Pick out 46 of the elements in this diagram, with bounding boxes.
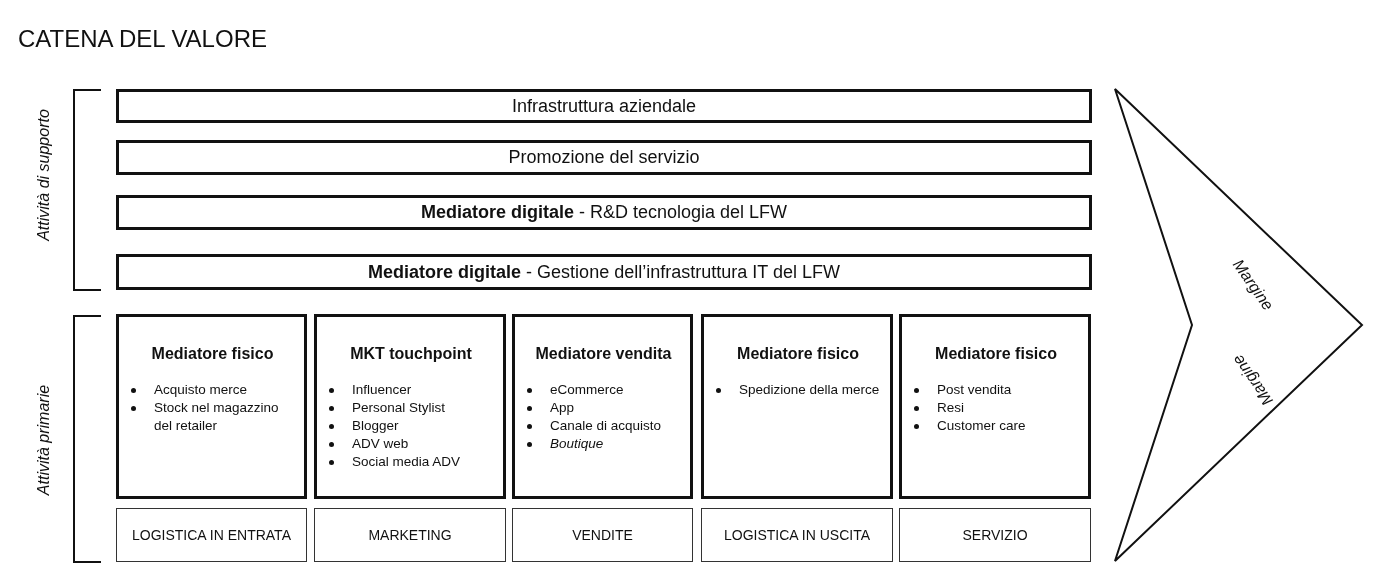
title: CATENA DEL VALORE xyxy=(18,25,267,53)
list-item: Acquisto merce xyxy=(154,381,248,399)
support-activity-bar xyxy=(116,254,1092,290)
list-item: eCommerce xyxy=(550,381,624,399)
list-item: App xyxy=(550,399,575,417)
activity-box xyxy=(116,314,307,499)
support-activity-bar xyxy=(116,89,1092,123)
list-item: Stock nel magazzino del retailer xyxy=(154,399,280,435)
bar-title: Mediatore digitale - R&D tecnologia del LFW xyxy=(420,202,788,223)
category-box xyxy=(116,508,307,562)
category-box xyxy=(899,508,1091,562)
bar-title: Infrastruttura aziendale xyxy=(511,95,697,117)
category-title: VENDITE xyxy=(572,527,633,543)
list-item: Personal Stylist xyxy=(352,399,446,417)
category-title: LOGISTICA IN USCITA xyxy=(724,527,870,543)
list-item: ADV web xyxy=(352,435,409,453)
box-heading: Mediatore fisico xyxy=(934,345,1058,363)
side-label: Attività di supporto xyxy=(35,109,53,241)
category-box xyxy=(701,508,893,562)
box-heading: MKT touchpoint xyxy=(349,345,473,363)
category-box xyxy=(314,508,506,562)
category-title: LOGISTICA IN ENTRATA xyxy=(132,527,291,543)
list-item: Canale di acquisto xyxy=(550,417,662,435)
box-heading: Mediatore fisico xyxy=(150,345,275,363)
list-item: Spedizione della merce xyxy=(739,381,880,399)
list-item: Boutique xyxy=(550,435,604,453)
box-heading: Mediatore vendita xyxy=(534,345,673,363)
category-title: MARKETING xyxy=(368,527,452,543)
list-item: Influencer xyxy=(352,381,412,399)
support-activity-bar xyxy=(116,195,1092,230)
category-title: SERVIZIO xyxy=(962,527,1028,543)
activity-box xyxy=(314,314,506,499)
bar-title: Promozione del servizio xyxy=(508,147,700,168)
list-item: Social media ADV xyxy=(352,453,461,471)
bar-title: Mediatore digitale - Gestione dell’infrastruttura IT del LFW xyxy=(368,261,840,283)
list-item: Resi xyxy=(937,399,964,417)
activity-box xyxy=(512,314,693,499)
list-item: Post vendita xyxy=(937,381,1012,399)
box-heading: Mediatore fisico xyxy=(736,345,860,363)
list-item: Blogger xyxy=(352,417,399,435)
activity-box xyxy=(899,314,1091,499)
category-box xyxy=(512,508,693,562)
side-label: Attività primarie xyxy=(35,384,53,496)
activity-box xyxy=(701,314,893,499)
support-activity-bar xyxy=(116,140,1092,175)
list-item: Customer care xyxy=(937,417,1026,435)
